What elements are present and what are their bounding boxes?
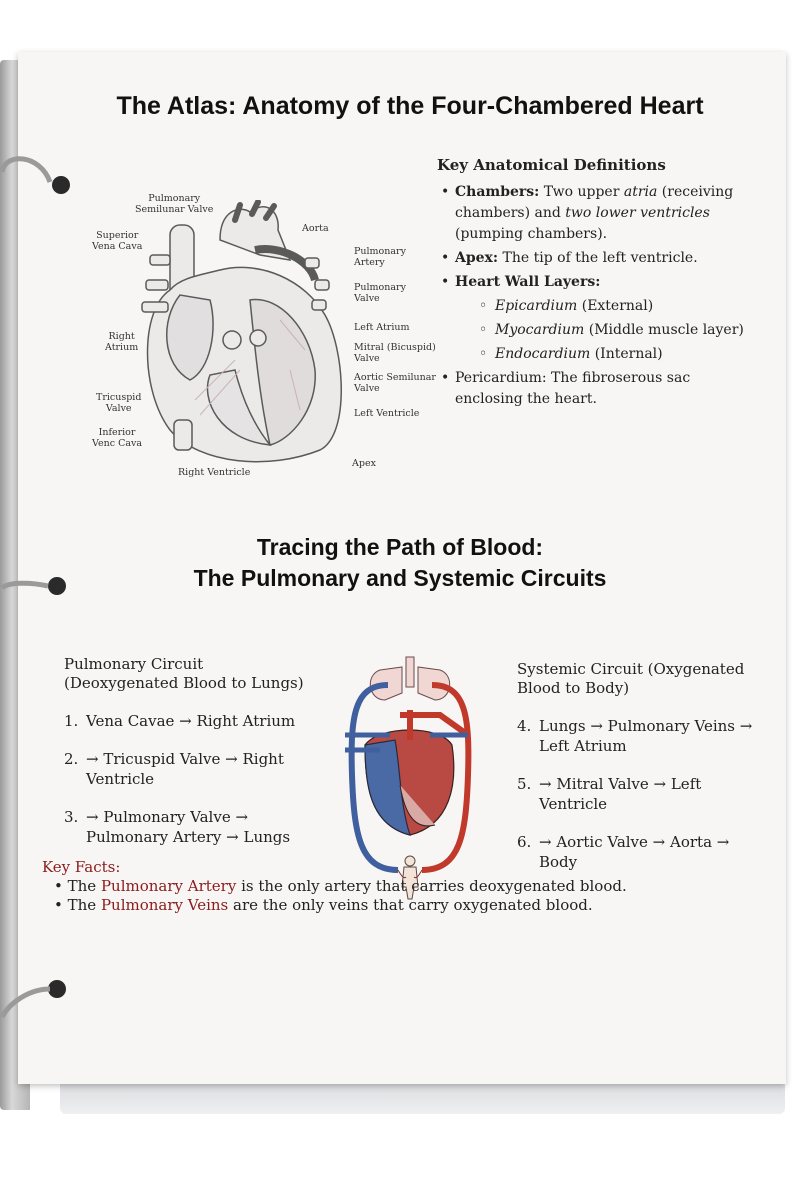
key-facts-title: Key Facts: xyxy=(42,858,121,876)
definition-apex: Apex: The tip of the left ventricle. xyxy=(441,248,757,269)
definition-pericardium: Pericardium: The fibroserous sac enclosi… xyxy=(441,368,757,410)
fact-item: • The Pulmonary Artery is the only arter… xyxy=(54,877,627,895)
binder-ring-bottom xyxy=(0,986,51,1019)
label-mitral-valve: Mitral (Bicuspid) Valve xyxy=(354,342,436,364)
circuit-step: 2.→ Tricuspid Valve → Right Ventricle xyxy=(64,750,284,788)
section-title: Tracing the Path of Blood: The Pulmonary… xyxy=(193,534,607,591)
pulmonary-circuit: Pulmonary Circuit (Deoxygenated Blood to… xyxy=(64,655,324,865)
label-superior-vena-cava: Superior Vena Cava xyxy=(92,230,143,252)
lungs-icon xyxy=(370,656,450,701)
definitions-heading: Key Anatomical Definitions xyxy=(437,156,666,174)
ring-hole-middle xyxy=(48,577,66,595)
circulation-diagram xyxy=(345,656,472,900)
body-icon xyxy=(401,855,419,900)
page-title: The Atlas: Anatomy of the Four-Chambered… xyxy=(116,92,704,120)
layer-item: Endocardium (Internal) xyxy=(479,344,757,365)
label-inferior-vena-cava: Inferior Venc Cava xyxy=(92,427,143,449)
binder-cover-edge xyxy=(60,1080,785,1114)
pulmonary-heading: Pulmonary Circuit (Deoxygenated Blood to… xyxy=(64,655,304,692)
key-facts: Key Facts: • The Pulmonary Artery is the… xyxy=(42,858,742,915)
fact-item: • The Pulmonary Veins are the only veins… xyxy=(54,896,593,914)
label-aortic-semilunar-valve: Aortic Semilunar Valve xyxy=(354,372,436,394)
binder-ring-top xyxy=(0,156,53,184)
binder-ring-middle xyxy=(0,580,49,591)
circuit-step: 3.→ Pulmonary Valve → Pulmonary Artery →… xyxy=(64,808,291,846)
label-pulmonary-artery: Pulmonary Artery xyxy=(354,246,406,268)
layer-item: Epicardium (External) xyxy=(479,296,757,317)
circuit-step: 1.Vena Cavae → Right Atrium xyxy=(64,712,296,730)
label-left-ventricle: Left Ventricle xyxy=(354,408,420,419)
heart-anatomy-diagram xyxy=(141,200,342,463)
label-aorta: Aorta xyxy=(302,223,329,234)
label-tricuspid-valve: Tricuspid Valve xyxy=(96,392,142,414)
label-pulmonary-semilunar-valve: Pulmonary Semilunar Valve xyxy=(135,193,214,215)
systemic-heading: Systemic Circuit (Oxygenated Blood to Bo… xyxy=(517,660,745,697)
label-right-atrium: Right Atrium xyxy=(105,331,139,353)
circuit-step: 6.→ Aortic Valve → Aorta → Body xyxy=(517,833,730,871)
circuit-step: 5.→ Mitral Valve → Left Ventricle xyxy=(517,775,702,813)
definition-chambers: Chambers: Two upper atria (receiving cha… xyxy=(441,182,757,245)
definitions-list: Chambers: Two upper atria (receiving cha… xyxy=(437,182,757,410)
label-pulmonary-valve: Pulmonary Valve xyxy=(354,282,406,304)
layer-item: Myocardium (Middle muscle layer) xyxy=(479,320,757,341)
definitions-panel: Key Anatomical Definitions Chambers: Two… xyxy=(437,155,757,413)
heart-wall-layers: Epicardium (External) Myocardium (Middle… xyxy=(455,296,757,365)
circuit-step: 4.Lungs → Pulmonary Veins → Left Atrium xyxy=(517,717,753,755)
systemic-circuit: Systemic Circuit (Oxygenated Blood to Bo… xyxy=(517,660,767,890)
label-apex: Apex xyxy=(352,458,376,469)
definition-heart-wall: Heart Wall Layers: Epicardium (External)… xyxy=(441,272,757,365)
label-right-ventricle: Right Ventricle xyxy=(178,467,251,478)
ring-hole-top xyxy=(52,176,70,194)
ring-hole-bottom xyxy=(48,980,66,998)
label-left-atrium: Left Atrium xyxy=(354,322,410,333)
